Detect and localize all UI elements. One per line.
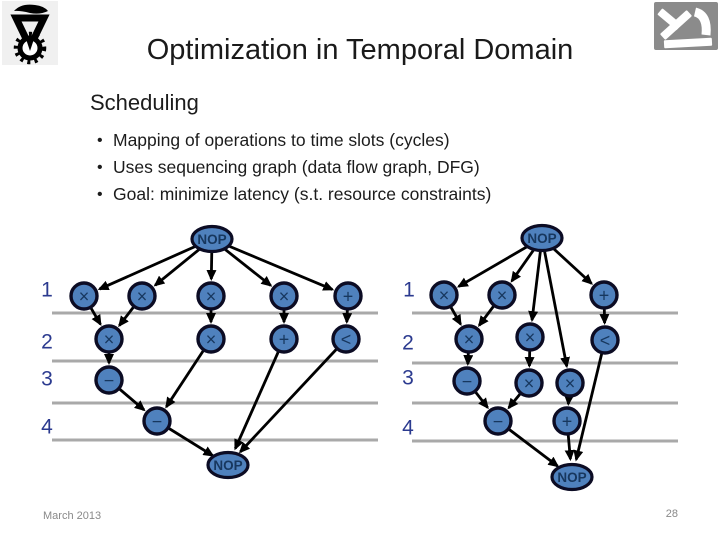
- edge-cmp11-nop-out: [238, 338, 348, 454]
- node-asap-mul2: ×: [127, 281, 157, 311]
- node-label: <: [600, 331, 611, 351]
- bullet-item: • Mapping of operations to time slots (c…: [97, 127, 617, 154]
- node-label: ×: [464, 330, 475, 350]
- node-label: ×: [79, 287, 90, 307]
- node-asap-mul7: ×: [196, 324, 226, 354]
- time-step-label: 3: [402, 367, 414, 390]
- faculty-logo-icon: [654, 2, 718, 50]
- node-label: ×: [104, 330, 115, 350]
- node-label: −: [152, 412, 163, 432]
- node-asap-sub5: −: [142, 406, 172, 436]
- node-label: NOP: [527, 231, 556, 246]
- node-label: +: [343, 287, 354, 307]
- edge-add9-nop-out: [234, 338, 286, 451]
- node-alap-cmp11: <: [590, 325, 620, 355]
- node-alap-mul3: ×: [454, 324, 484, 354]
- technion-logo-icon: [2, 1, 58, 65]
- node-asap-add10: +: [333, 281, 363, 311]
- node-label: ×: [279, 287, 290, 307]
- time-step-label: 1: [403, 279, 415, 302]
- node-label: ×: [525, 328, 536, 348]
- node-label: +: [599, 286, 610, 306]
- node-alap-mul2: ×: [487, 280, 517, 310]
- node-alap-nop-out: NOP: [550, 462, 594, 492]
- bullet-item: • Uses sequencing graph (data flow graph…: [97, 154, 617, 181]
- edge-cmp11-nop-out: [573, 339, 607, 462]
- node-alap-mul1: ×: [429, 280, 459, 310]
- slide-title: Optimization in Temporal Domain: [146, 34, 574, 66]
- node-alap-add10: +: [589, 280, 619, 310]
- node-asap-cmp11: <: [331, 324, 361, 354]
- edge-nop-in-add10: [211, 237, 335, 291]
- node-label: ×: [439, 286, 450, 306]
- node-label: ×: [137, 287, 148, 307]
- node-label: ×: [565, 374, 576, 394]
- node-alap-mul7: ×: [514, 368, 544, 398]
- node-alap-mul6: ×: [515, 322, 545, 352]
- slide-subtitle: Scheduling: [90, 90, 199, 115]
- node-asap-nop-in: NOP: [190, 224, 234, 254]
- node-label: ×: [206, 330, 217, 350]
- bullet-text: Goal: minimize latency (s.t. resource co…: [113, 184, 492, 204]
- node-alap-sub5: −: [483, 406, 513, 436]
- time-step-label: 3: [41, 368, 53, 391]
- node-alap-add9: +: [552, 406, 582, 436]
- node-label: NOP: [557, 470, 586, 485]
- node-asap-add9: +: [269, 324, 299, 354]
- node-asap-sub4: −: [94, 365, 124, 395]
- edge-nop-in-mul1: [97, 237, 213, 291]
- node-label: −: [104, 371, 115, 391]
- node-label: <: [341, 330, 352, 350]
- node-alap-sub4: −: [452, 366, 482, 396]
- bullet-dot-icon: •: [97, 159, 103, 176]
- footer-page-number: 28: [665, 508, 678, 520]
- node-label: NOP: [197, 232, 226, 247]
- node-alap-nop-in: NOP: [520, 223, 564, 253]
- node-asap-mul8: ×: [269, 281, 299, 311]
- node-label: ×: [206, 287, 217, 307]
- node-asap-mul6: ×: [196, 281, 226, 311]
- time-step-label: 1: [41, 279, 53, 302]
- time-step-label: 2: [402, 332, 414, 355]
- node-asap-nop-out: NOP: [206, 450, 250, 480]
- bullet-dot-icon: •: [97, 186, 103, 203]
- footer-date: March 2013: [43, 510, 102, 522]
- node-label: +: [562, 412, 573, 432]
- node-label: NOP: [213, 458, 242, 473]
- node-label: −: [462, 372, 473, 392]
- time-step-label: 4: [41, 416, 53, 439]
- bullet-text: Mapping of operations to time slots (cyc…: [113, 130, 450, 150]
- time-step-label: 2: [41, 331, 53, 354]
- time-step-label: 4: [402, 417, 414, 440]
- bullet-dot-icon: •: [97, 132, 103, 149]
- node-alap-mul8: ×: [555, 368, 585, 398]
- node-label: +: [279, 330, 290, 350]
- edge-nop-in-mul8: [540, 237, 570, 369]
- node-asap-mul3: ×: [94, 324, 124, 354]
- bullet-text: Uses sequencing graph (data flow graph, …: [113, 157, 480, 177]
- bullet-item: • Goal: minimize latency (s.t. resource …: [97, 181, 617, 208]
- node-label: −: [493, 412, 504, 432]
- bullet-list: • Mapping of operations to time slots (c…: [97, 127, 617, 208]
- node-label: ×: [524, 374, 535, 394]
- node-label: ×: [497, 286, 508, 306]
- node-asap-mul1: ×: [69, 281, 99, 311]
